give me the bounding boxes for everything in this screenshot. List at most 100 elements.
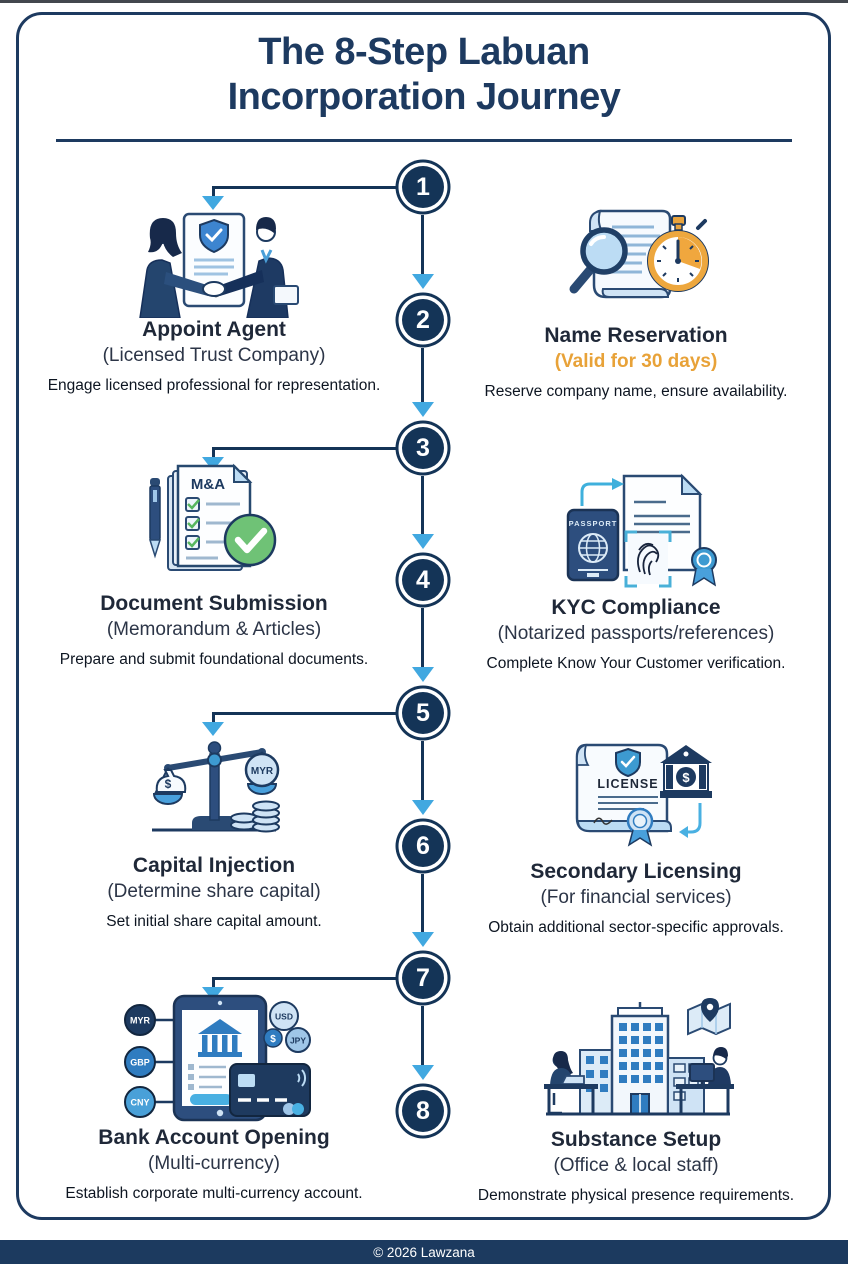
- step-subtitle: (Valid for 30 days): [554, 351, 718, 372]
- passport-fingerprint-certificate-icon: PASSPORT: [566, 473, 717, 588]
- page-title: The 8-Step Labuan Incorporation Journey: [0, 30, 848, 120]
- currency-gbp-label: GBP: [130, 1058, 150, 1068]
- branch-connector: [212, 712, 403, 715]
- step-2-text: Name Reservation (Valid for 30 days) Res…: [446, 324, 826, 401]
- step-8-text: Substance Setup (Office & local staff) D…: [446, 1128, 826, 1205]
- step-4-text: KYC Compliance (Notarized passports/refe…: [446, 596, 826, 673]
- branch-connector: [212, 447, 215, 458]
- step-5-text: Capital Injection (Determine share capit…: [24, 854, 404, 931]
- step-description: Complete Know Your Customer verification…: [486, 655, 786, 672]
- down-arrow-icon: [202, 196, 224, 210]
- step-3-text: Document Submission (Memorandum & Articl…: [24, 592, 404, 669]
- step-title: KYC Compliance: [551, 596, 721, 619]
- timeline-connector: [421, 476, 424, 534]
- step-description: Engage licensed professional for represe…: [47, 377, 381, 394]
- step-description: Prepare and submit foundational document…: [59, 651, 369, 668]
- step-1-text: Appoint Agent (Licensed Trust Company) E…: [24, 318, 404, 395]
- tablet-bank-card-currencies-icon: MYR GBP CNY USD $ JPY: [124, 994, 311, 1122]
- step-subtitle: (Multi-currency): [148, 1153, 280, 1174]
- step-4-badge: 4: [402, 559, 444, 601]
- step-title: Capital Injection: [132, 854, 296, 877]
- step-number: 4: [416, 565, 430, 594]
- handshake-people-document-icon: [139, 212, 299, 318]
- passport-label: PASSPORT: [569, 519, 618, 528]
- office-buildings-staff-map-icon: [544, 998, 734, 1116]
- down-arrow-icon: [412, 800, 434, 815]
- checklist-pen-approved-icon: M&A: [148, 463, 277, 571]
- branch-connector: [212, 977, 403, 980]
- bank-dollar-label: $: [682, 770, 690, 785]
- down-arrow-icon: [412, 1065, 434, 1080]
- currency-weight-label: MYR: [251, 766, 274, 777]
- step-number: 5: [416, 698, 430, 727]
- doc-header-label: M&A: [191, 476, 225, 493]
- branch-connector: [212, 977, 215, 988]
- step-number: 6: [416, 831, 430, 860]
- branch-connector: [212, 186, 403, 189]
- step-number: 3: [416, 433, 430, 462]
- currency-jpy-label: JPY: [290, 1036, 306, 1046]
- step-1-badge: 1: [402, 166, 444, 208]
- page-title-line2: Incorporation Journey: [227, 75, 621, 118]
- step-title: Document Submission: [100, 592, 328, 615]
- step-description: Reserve company name, ensure availabilit…: [484, 383, 788, 400]
- step-3-badge: 3: [402, 427, 444, 469]
- timeline-connector: [421, 741, 424, 800]
- money-bag-label: $: [165, 777, 172, 791]
- page-border-frame: [16, 12, 831, 1220]
- step-subtitle: (Notarized passports/references): [497, 623, 775, 644]
- step-subtitle: (For financial services): [540, 887, 732, 908]
- currency-dollar-label: $: [270, 1034, 276, 1045]
- branch-connector: [212, 447, 403, 450]
- step-title: Name Reservation: [544, 324, 728, 347]
- top-edge-strip: [0, 0, 848, 3]
- step-description: Set initial share capital amount.: [106, 913, 322, 930]
- balance-scale-money-icon: $ MYR: [152, 741, 280, 833]
- timeline-connector: [421, 874, 424, 932]
- footer-bar: © 2026 Lawzana: [0, 1240, 848, 1264]
- step-8-badge: 8: [402, 1090, 444, 1132]
- step-number: 8: [416, 1096, 430, 1125]
- step-subtitle: (Memorandum & Articles): [106, 619, 322, 640]
- down-arrow-icon: [412, 402, 434, 417]
- step-title: Bank Account Opening: [98, 1126, 330, 1149]
- license-scroll-bank-icon: LICENSE $: [575, 743, 712, 847]
- timeline-connector: [421, 215, 424, 274]
- down-arrow-icon: [412, 274, 434, 289]
- magnifier-scroll-stopwatch-icon: [569, 209, 709, 299]
- step-title: Secondary Licensing: [530, 860, 742, 883]
- timeline-connector: [421, 348, 424, 402]
- step-6-badge: 6: [402, 825, 444, 867]
- license-label: LICENSE: [597, 777, 658, 791]
- step-subtitle: (Office & local staff): [553, 1155, 719, 1176]
- down-arrow-icon: [412, 667, 434, 682]
- step-description: Obtain additional sector-specific approv…: [488, 919, 784, 936]
- step-number: 2: [416, 305, 430, 334]
- currency-myr-label: MYR: [130, 1016, 151, 1026]
- step-description: Demonstrate physical presence requiremen…: [477, 1187, 795, 1204]
- step-number: 1: [416, 172, 430, 201]
- step-7-badge: 7: [402, 957, 444, 999]
- down-arrow-icon: [202, 722, 224, 736]
- step-description: Establish corporate multi-currency accou…: [65, 1185, 363, 1202]
- currency-usd-label: USD: [275, 1012, 293, 1022]
- timeline-connector: [421, 608, 424, 667]
- step-7-text: Bank Account Opening (Multi-currency) Es…: [24, 1126, 404, 1203]
- step-6-text: Secondary Licensing (For financial servi…: [446, 860, 826, 937]
- down-arrow-icon: [412, 932, 434, 947]
- step-2-badge: 2: [402, 299, 444, 341]
- step-5-badge: 5: [402, 692, 444, 734]
- copyright-text: © 2026 Lawzana: [373, 1244, 475, 1260]
- title-divider: [56, 139, 792, 142]
- branch-connector: [212, 712, 215, 723]
- timeline-connector: [421, 1006, 424, 1065]
- step-subtitle: (Determine share capital): [107, 881, 321, 902]
- branch-connector: [212, 186, 215, 197]
- step-subtitle: (Licensed Trust Company): [102, 345, 326, 366]
- step-title: Appoint Agent: [142, 318, 286, 341]
- step-number: 7: [416, 963, 430, 992]
- step-title: Substance Setup: [550, 1128, 722, 1151]
- down-arrow-icon: [412, 534, 434, 549]
- currency-cny-label: CNY: [130, 1098, 149, 1108]
- page-title-line1: The 8-Step Labuan: [258, 31, 590, 73]
